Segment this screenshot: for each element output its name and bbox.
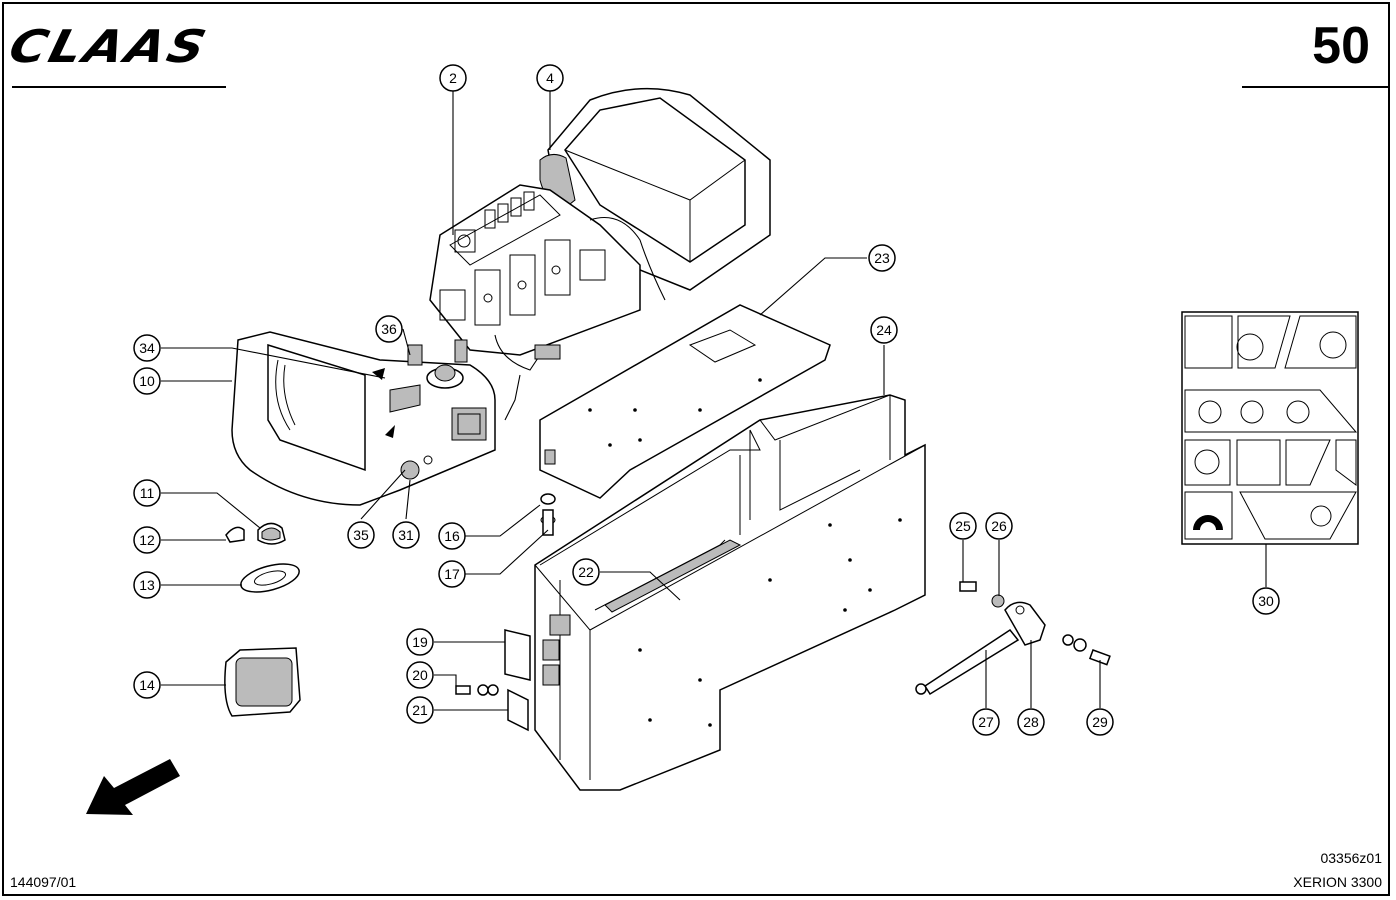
svg-text:35: 35 (353, 527, 369, 543)
callout-27: 27 (972, 708, 1000, 736)
svg-text:19: 19 (412, 634, 428, 650)
callout-19: 19 (406, 628, 434, 656)
svg-text:26: 26 (991, 518, 1007, 534)
callout-23: 23 (868, 244, 896, 272)
callout-21: 21 (406, 696, 434, 724)
leader-lines (161, 91, 1267, 711)
svg-text:14: 14 (139, 677, 155, 693)
lamp-parts (224, 522, 301, 717)
svg-text:36: 36 (381, 321, 397, 337)
page-number-underline (1242, 86, 1388, 88)
page-number: 50 (1312, 17, 1370, 75)
svg-text:27: 27 (978, 714, 994, 730)
callout-26: 26 (985, 512, 1013, 540)
svg-text:30: 30 (1258, 593, 1274, 609)
svg-text:25: 25 (955, 518, 971, 534)
svg-text:28: 28 (1023, 714, 1039, 730)
sensor-parts (540, 493, 556, 536)
callout-11: 11 (133, 479, 161, 507)
callout-31: 31 (392, 521, 420, 549)
decal-sheet (1181, 311, 1359, 545)
callout-4: 4 (536, 64, 564, 92)
svg-text:4: 4 (546, 70, 554, 86)
svg-text:11: 11 (140, 485, 155, 501)
callout-25: 25 (949, 512, 977, 540)
callout-29: 29 (1086, 708, 1114, 736)
document-number: 144097/01 (10, 874, 77, 890)
callout-20: 20 (406, 661, 434, 689)
svg-text:29: 29 (1092, 714, 1108, 730)
callout-35: 35 (347, 521, 375, 549)
callout-13: 13 (133, 571, 161, 599)
svg-text:23: 23 (874, 250, 890, 266)
svg-text:16: 16 (444, 528, 460, 544)
svg-text:21: 21 (412, 702, 428, 718)
svg-text:17: 17 (444, 566, 460, 582)
switch-console (429, 184, 666, 421)
svg-text:12: 12 (139, 532, 155, 548)
gas-strut-parts (915, 581, 1111, 696)
callout-16: 16 (438, 522, 466, 550)
callout-2: 2 (439, 64, 467, 92)
callout-22: 22 (572, 558, 600, 586)
callout-17: 17 (438, 560, 466, 588)
brand-underline (12, 86, 226, 88)
armrest-housing (231, 331, 496, 506)
arrow-down-left-icon (86, 759, 180, 815)
callout-10: 10 (133, 367, 161, 395)
callout-24: 24 (870, 316, 898, 344)
svg-text:10: 10 (139, 373, 155, 389)
svg-text:34: 34 (139, 340, 155, 356)
svg-text:20: 20 (412, 667, 428, 683)
callout-14: 14 (133, 671, 161, 699)
callout-28: 28 (1017, 708, 1045, 736)
callout-30: 30 (1252, 587, 1280, 615)
mounting-plate (539, 304, 831, 499)
model-name: XERION 3300 (1293, 874, 1382, 890)
svg-text:13: 13 (139, 577, 155, 593)
support-frame (534, 394, 926, 791)
svg-text:24: 24 (876, 322, 892, 338)
bracket-parts (455, 629, 531, 732)
callout-34: 34 (133, 334, 161, 362)
svg-text:2: 2 (449, 70, 457, 86)
svg-text:22: 22 (578, 564, 594, 580)
callout-12: 12 (133, 526, 161, 554)
callout-36: 36 (375, 315, 403, 343)
drawing-number: 03356z01 (1320, 850, 1382, 866)
svg-text:31: 31 (398, 527, 414, 543)
